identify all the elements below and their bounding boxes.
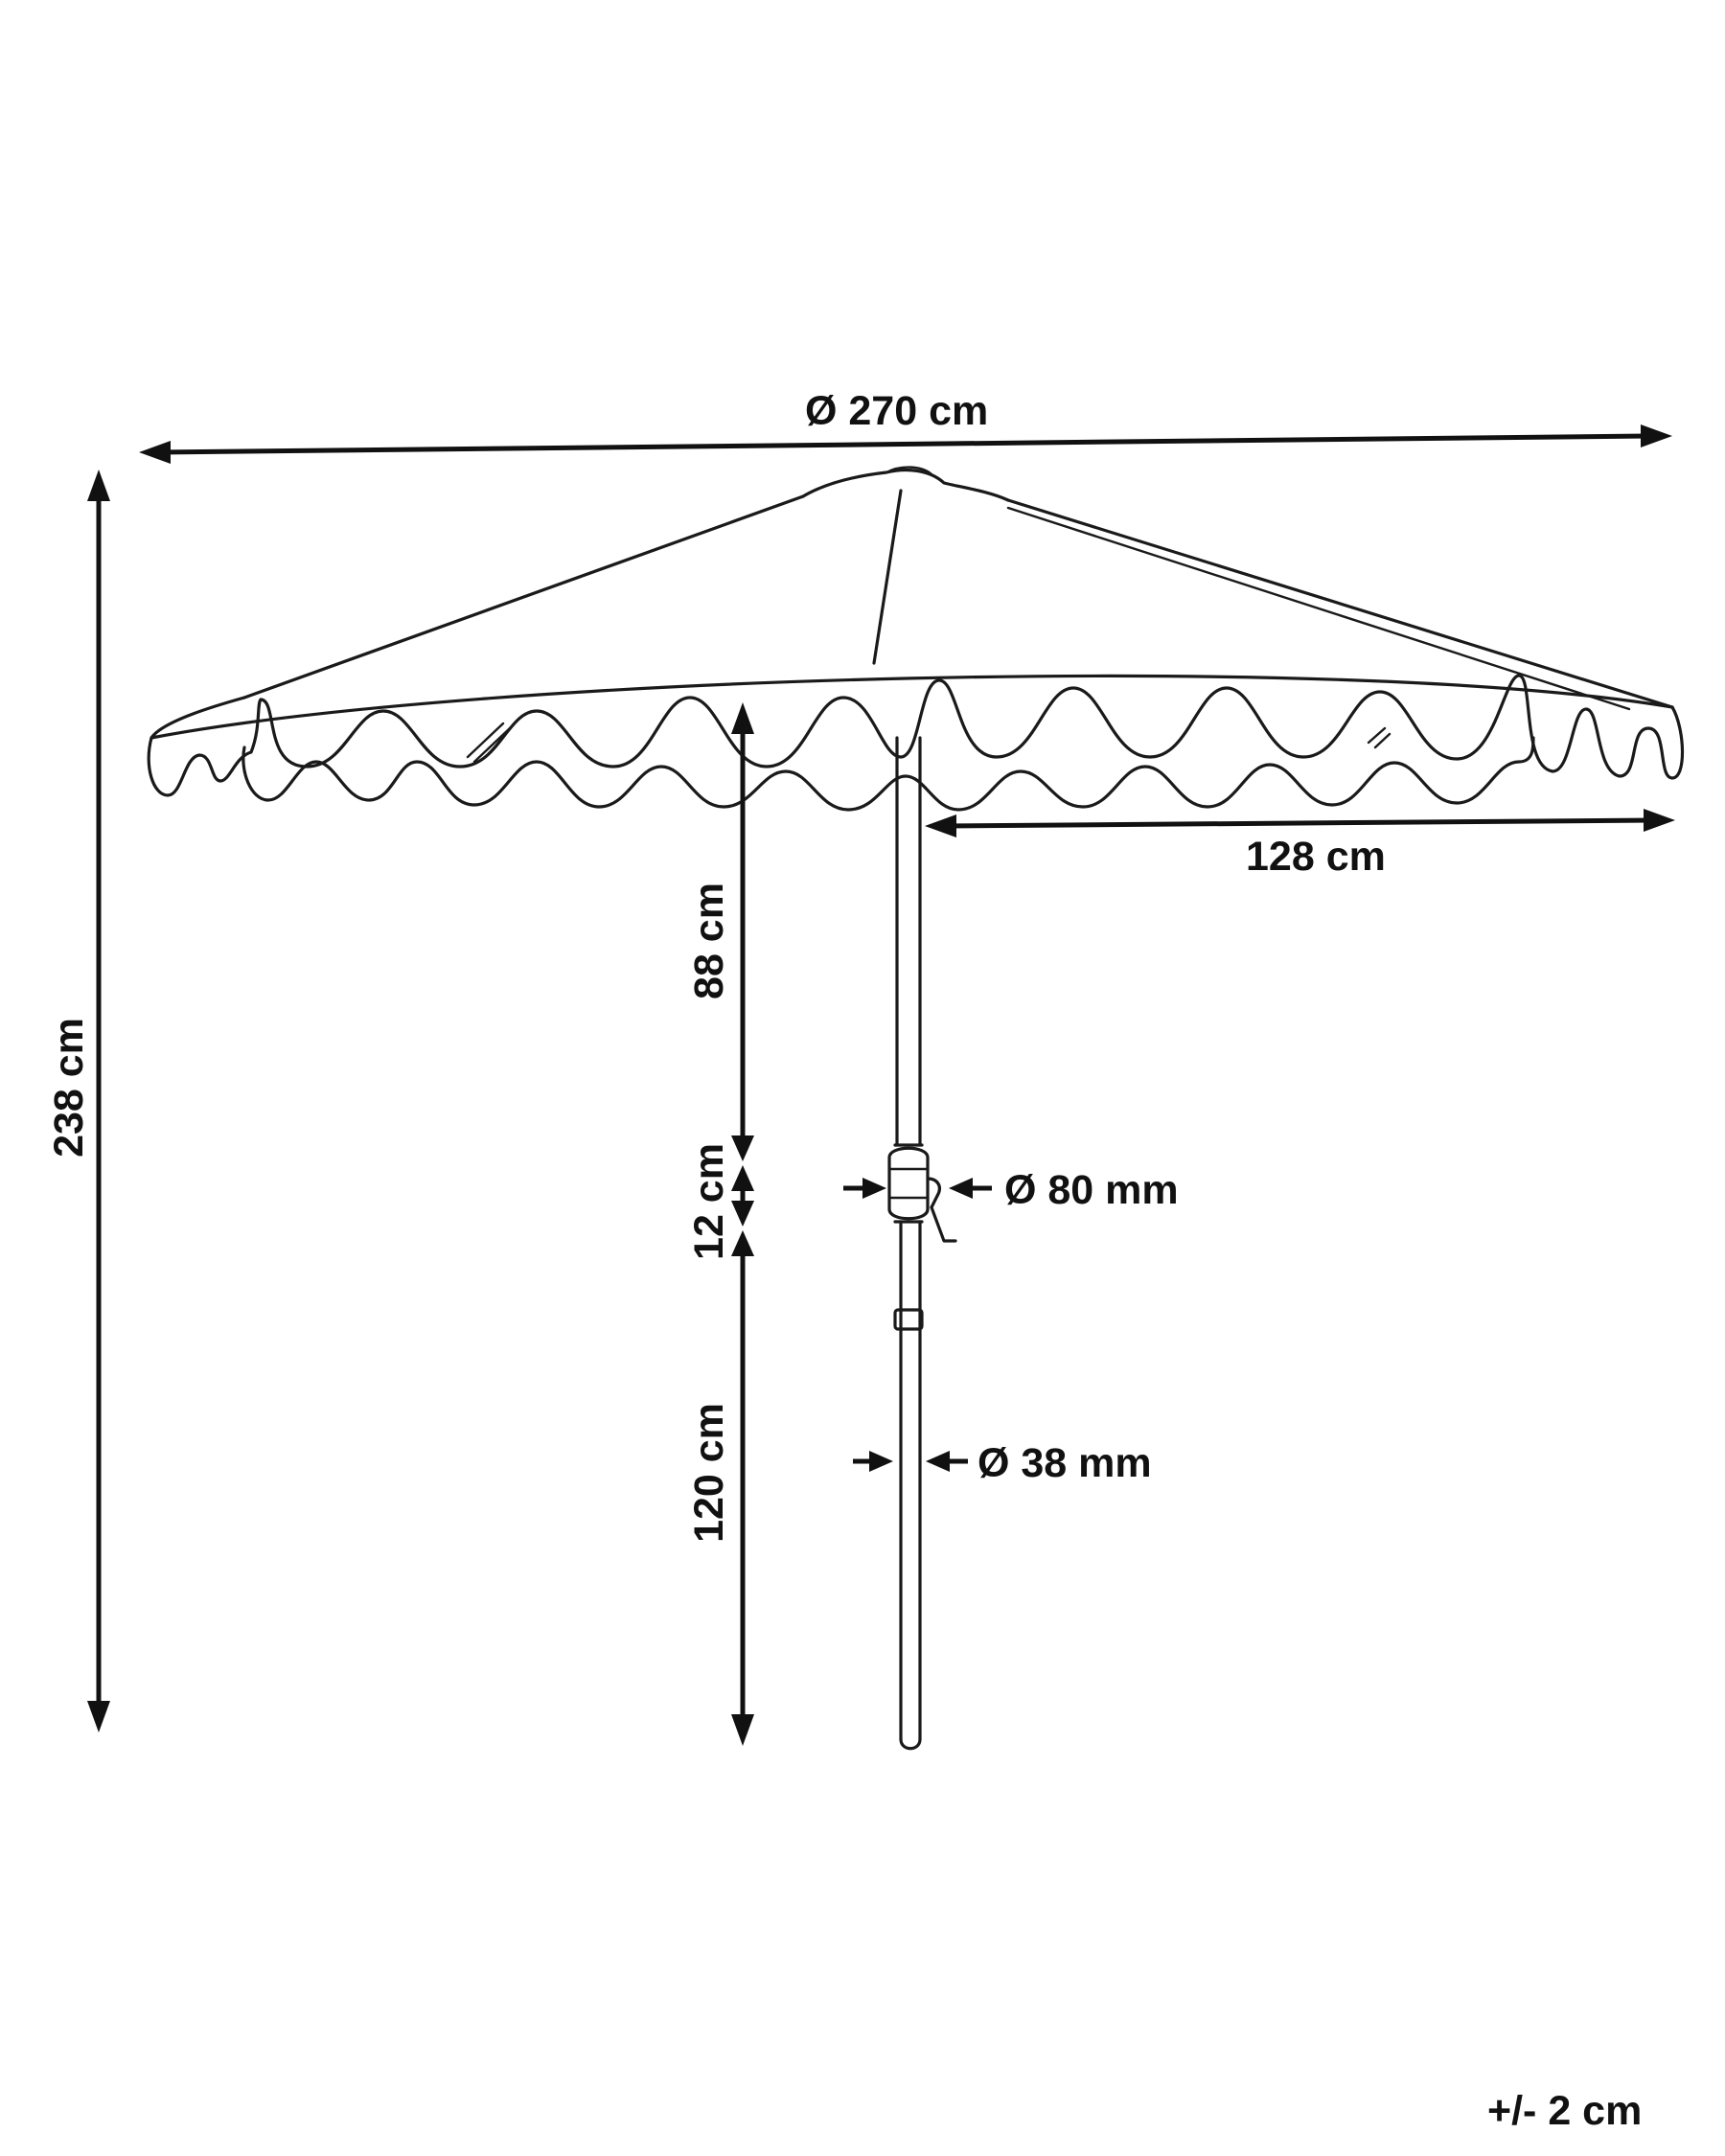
dim-crank-diameter [843,1178,992,1199]
crank-housing [887,1143,930,1224]
label-lower-pole: 120 cm [686,1403,732,1543]
label-tolerance: +/- 2 cm [1487,2088,1642,2134]
label-total-height: 238 cm [46,1018,92,1158]
dim-half-width [925,809,1675,837]
label-pole-diameter: Ø 38 mm [978,1440,1152,1486]
label-crank-diameter: Ø 80 mm [1004,1167,1179,1213]
label-half-width: 128 cm [1246,834,1386,880]
label-canopy-diameter: Ø 270 cm [805,388,988,434]
pole-joint [893,1308,924,1331]
label-upper-pole: 88 cm [686,883,732,999]
canopy-rim [150,674,1674,740]
canopy-right-slope [1006,498,1674,709]
dim-canopy-diameter [139,424,1672,464]
umbrella-pole [895,736,922,1751]
dim-total-height [87,470,110,1732]
valance-inner [242,736,1535,812]
umbrella-drawing [147,466,1685,1751]
dim-pole-diameter [853,1451,968,1472]
dim-pole-segments [731,702,754,1746]
valance-outer [147,674,1685,797]
crank-handle-icon [926,1177,957,1243]
canopy-rib [872,489,903,665]
label-crank-section: 12 cm [686,1143,732,1260]
umbrella-finial [801,468,1010,502]
canopy-left-slope [242,494,805,700]
